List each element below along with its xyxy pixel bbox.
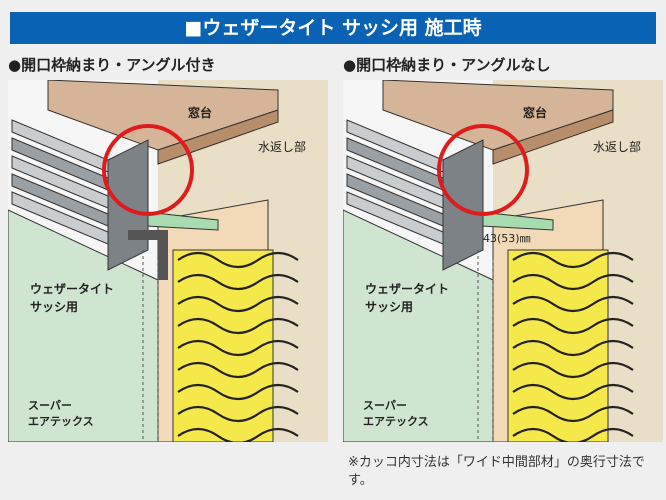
insulation-label-line: スーパー (28, 399, 72, 412)
sash-vertical-frame (107, 139, 149, 271)
insulation-fiber (177, 405, 299, 423)
highlight-circle (102, 124, 194, 216)
insulation-fiber (512, 405, 634, 423)
sash-label-line: ウェザータイト (30, 282, 115, 296)
sill-label: 窓台 (523, 106, 548, 120)
title-banner: ■ウェザータイト サッシ用 施工時 (10, 12, 656, 44)
insulation-fiber (177, 383, 299, 401)
panel-heading-with-angle: ●開口枠納まり・アングル付き (8, 56, 216, 74)
insulation-label-line: エアテックス (28, 415, 94, 428)
insulation-fiber (512, 273, 634, 291)
insulation-fiber (512, 295, 634, 313)
diagram-with-angle: 窓台 水返し部 ウェザータイト サッシ用 スーパー エアテックス (7, 79, 328, 445)
sash-label-line: サッシ用 (30, 300, 79, 314)
insulation-fiber (177, 295, 299, 313)
highlight-circle (437, 124, 529, 216)
drip-label: 水返し部 (258, 140, 307, 154)
construction-diagram (342, 79, 663, 445)
sash-label: ウェザータイト サッシ用 (30, 280, 114, 316)
footnote: ※カッコ内寸法は「ワイド中間部材」の奥行寸法です。 (348, 455, 645, 488)
sash-label-line: サッシ用 (365, 300, 414, 314)
drip-label: 水返し部 (593, 140, 642, 154)
insulation-label: スーパー エアテックス (363, 398, 429, 430)
insulation-fiber (177, 339, 299, 357)
insulation-fiber (177, 317, 299, 335)
dimension-label: 43(53)㎜ (483, 232, 531, 245)
insulation-label-line: スーパー (363, 399, 407, 412)
diagram-without-angle: 窓台 水返し部 43(53)㎜ ウェザータイト サッシ用 スーパー エアテックス (342, 79, 663, 445)
insulation-fiber (177, 273, 299, 291)
sash-label: ウェザータイト サッシ用 (365, 280, 449, 316)
insulation-fiber (512, 339, 634, 357)
insulation-label: スーパー エアテックス (28, 398, 94, 430)
insulation-fiber (512, 383, 634, 401)
insulation-fiber (177, 251, 299, 269)
insulation-label-line: エアテックス (363, 415, 429, 428)
insulation-fiber (177, 361, 299, 379)
sash-vertical-frame (442, 139, 484, 271)
panel-heading-without-angle: ●開口枠納まり・アングルなし (343, 56, 551, 74)
sill-label: 窓台 (188, 106, 213, 120)
sash-label-line: ウェザータイト (365, 282, 450, 296)
insulation-fiber (512, 251, 634, 269)
construction-diagram (7, 79, 328, 445)
insulation-fiber (512, 361, 634, 379)
insulation-fiber (512, 317, 634, 335)
